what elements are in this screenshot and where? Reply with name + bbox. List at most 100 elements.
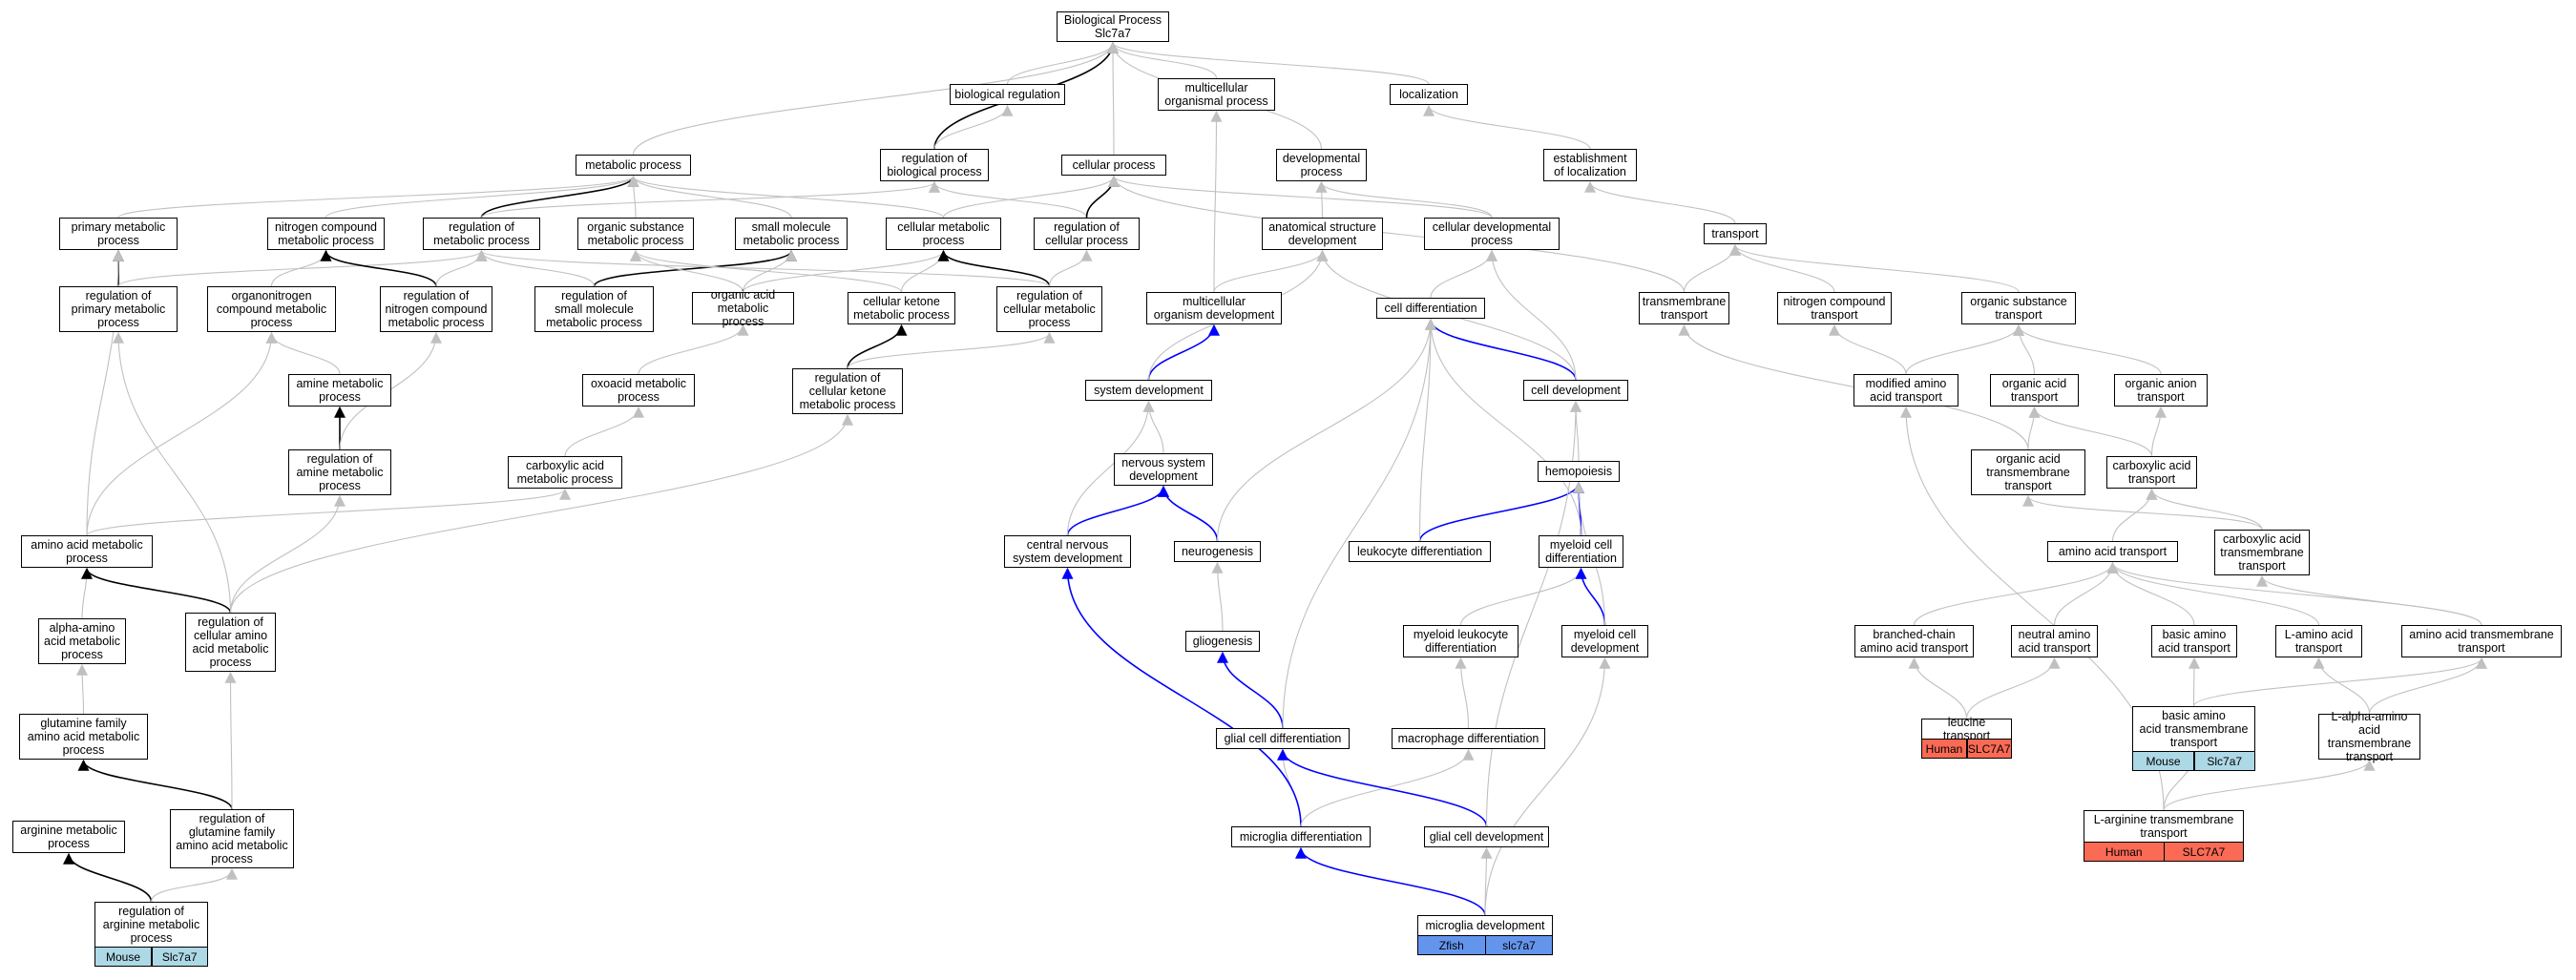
node-cns[interactable]: central nervous system development [1004, 535, 1131, 568]
node-microdev[interactable]: microglia development [1417, 915, 1553, 936]
node-reglut[interactable]: regulation of glutamine family amino aci… [170, 809, 294, 868]
node-aatrans[interactable]: amino acid transport [2047, 541, 2178, 562]
gene-badge-larg: SLC7A7 [2164, 842, 2244, 862]
edge-regmet-to-regbio [480, 180, 940, 219]
node-leucine[interactable]: leucine transport [1921, 716, 2012, 742]
node-carboxtm[interactable]: carboxylic acid transmembrane transport [2214, 530, 2310, 575]
node-orgacid[interactable]: organic acid metabolic process [692, 288, 794, 328]
node-lalpha[interactable]: L-alpha-amino acid transmembrane transpo… [2318, 710, 2420, 763]
node-aatm[interactable]: amino acid transmembrane transport [2401, 625, 2562, 657]
node-neutral[interactable]: neutral amino acid transport [2011, 625, 2098, 657]
node-orgsubtrans[interactable]: organic substance transport [1961, 292, 2076, 324]
node-primmet[interactable]: primary metabolic process [59, 218, 178, 250]
node-basictm[interactable]: basic amino acid transmembrane transport [2132, 706, 2255, 752]
node-regprim[interactable]: regulation of primary metabolic process [59, 286, 178, 332]
node-carbox[interactable]: carboxylic acid metabolic process [508, 456, 622, 489]
node-anat[interactable]: anatomical structure development [1262, 218, 1383, 250]
edge-oxo-to-orgacid [638, 323, 749, 375]
edge-multi-to-bp [1107, 41, 1218, 79]
node-aamet[interactable]: amino acid metabolic process [21, 535, 153, 568]
edge-loc-to-bp [1107, 41, 1430, 85]
node-laa[interactable]: L-amino acid transport [2275, 625, 2362, 657]
node-smallmol[interactable]: small molecule metabolic process [735, 218, 848, 250]
node-myeldev[interactable]: myeloid cell development [1561, 625, 1648, 657]
node-myelleuk[interactable]: myeloid leukocyte differentiation [1403, 625, 1518, 657]
node-oxo[interactable]: oxoacid metabolic process [582, 374, 695, 407]
node-devproc[interactable]: developmental process [1276, 149, 1367, 181]
edge-neuro-to-celldiff [1216, 318, 1436, 542]
node-regsmall[interactable]: regulation of small molecule metabolic p… [534, 286, 654, 332]
node-loc[interactable]: localization [1390, 84, 1468, 105]
node-metab[interactable]: metabolic process [576, 155, 691, 176]
edge-alphaaa-to-aamet [80, 567, 93, 619]
node-multidev[interactable]: multicellular organism development [1146, 292, 1282, 324]
node-orgsub[interactable]: organic substance metabolic process [577, 218, 694, 250]
edge-leuk-to-hemo [1418, 481, 1584, 542]
node-regarg[interactable]: regulation of arginine metabolic process [94, 902, 208, 948]
node-celldevt[interactable]: cell development [1523, 380, 1628, 401]
node-modaa[interactable]: modified amino acid transport [1853, 374, 1958, 407]
node-microdiff[interactable]: microglia differentiation [1231, 826, 1371, 847]
node-alphaaa[interactable]: alpha-amino acid metabolic process [38, 618, 126, 664]
edge-aminemet-to-orgnit [265, 331, 341, 375]
node-glio[interactable]: gliogenesis [1185, 631, 1260, 652]
node-branched[interactable]: branched-chain amino acid transport [1854, 625, 1974, 657]
node-regbio[interactable]: regulation of biological process [880, 149, 989, 181]
node-organ[interactable]: organic anion transport [2114, 374, 2208, 407]
node-glialdev[interactable]: glial cell development [1424, 826, 1549, 847]
node-larg[interactable]: L-arginine transmembrane transport [2084, 810, 2244, 843]
node-macro[interactable]: macrophage differentiation [1392, 728, 1545, 749]
node-orgacidtr[interactable]: organic acid transport [1990, 374, 2079, 407]
edge-carboxtm-to-orgacidtm [2022, 494, 2263, 531]
edge-tmtrans-to-cellproc [1108, 175, 1686, 293]
node-argmet[interactable]: arginine metabolic process [12, 821, 125, 853]
node-orgacidtm[interactable]: organic acid transmembrane transport [1971, 449, 2085, 495]
edge-carboxtr-to-orgacidtr [2028, 406, 2153, 457]
node-bp[interactable]: Biological Process Slc7a7 [1057, 11, 1169, 42]
node-aminemet[interactable]: amine metabolic process [288, 374, 391, 407]
node-regcellket[interactable]: regulation of cellular ketone metabolic … [792, 368, 903, 414]
node-hemo[interactable]: hemopoiesis [1538, 461, 1620, 482]
node-regcell[interactable]: regulation of cellular process [1034, 218, 1140, 250]
node-myeldiff[interactable]: myeloid cell differentiation [1539, 535, 1623, 568]
node-nitcomp[interactable]: nitrogen compound metabolic process [267, 218, 385, 250]
node-neuro[interactable]: neurogenesis [1174, 541, 1261, 562]
node-orgnit[interactable]: organonitrogen compound metabolic proces… [207, 286, 336, 332]
node-tmtrans[interactable]: transmembrane transport [1639, 292, 1729, 324]
edge-tmtrans-to-transport [1683, 243, 1741, 293]
node-glialdiff[interactable]: glial cell differentiation [1216, 728, 1350, 749]
node-multi[interactable]: multicellular organismal process [1158, 78, 1275, 111]
edge-orgacidtm-to-orgacidtr [2027, 406, 2041, 450]
edge-celldevt-to-celldev [1486, 249, 1577, 381]
node-leuk[interactable]: leukocyte differentiation [1349, 541, 1491, 562]
edge-lalpha-to-laa [2313, 657, 2371, 715]
node-nervdev[interactable]: nervous system development [1114, 453, 1213, 486]
node-glut[interactable]: glutamine family amino acid metabolic pr… [19, 714, 148, 760]
node-estloc[interactable]: establishment of localization [1543, 149, 1637, 181]
edge-leucine-to-branched [1908, 657, 1968, 719]
edge-basic-to-aatrans [2106, 561, 2195, 626]
node-cellmet[interactable]: cellular metabolic process [886, 218, 1001, 250]
node-bioreg[interactable]: biological regulation [950, 84, 1065, 105]
node-regcellaa[interactable]: regulation of cellular amino acid metabo… [185, 613, 276, 672]
node-cellket[interactable]: cellular ketone metabolic process [848, 292, 955, 324]
node-nittrans[interactable]: nitrogen compound transport [1777, 292, 1892, 324]
node-celldev[interactable]: cellular developmental process [1424, 218, 1560, 250]
edge-aamet-to-orgnit [86, 331, 278, 536]
edge-reglut-to-regcellaa [224, 671, 237, 810]
edge-regcellket-to-regcellmet [847, 331, 1056, 369]
node-regamine[interactable]: regulation of amine metabolic process [288, 449, 391, 495]
node-basic[interactable]: basic amino acid transport [2151, 625, 2237, 657]
node-transport[interactable]: transport [1704, 223, 1767, 244]
edge-aamet-to-carbox [86, 488, 571, 536]
edge-transport-to-estloc [1584, 180, 1736, 224]
node-regcellmet[interactable]: regulation of cellular metabolic process [996, 286, 1102, 332]
edge-cellket-to-orgsub [630, 249, 903, 293]
node-regmet[interactable]: regulation of metabolic process [423, 218, 540, 250]
node-cellproc[interactable]: cellular process [1061, 155, 1166, 176]
node-sysdev[interactable]: system development [1085, 380, 1212, 401]
edge-modaa-to-nittrans [1829, 323, 1907, 375]
node-regnit[interactable]: regulation of nitrogen compound metaboli… [380, 286, 492, 332]
node-celldiff[interactable]: cell differentiation [1376, 298, 1485, 319]
node-carboxtr[interactable]: carboxylic acid transport [2106, 456, 2197, 489]
